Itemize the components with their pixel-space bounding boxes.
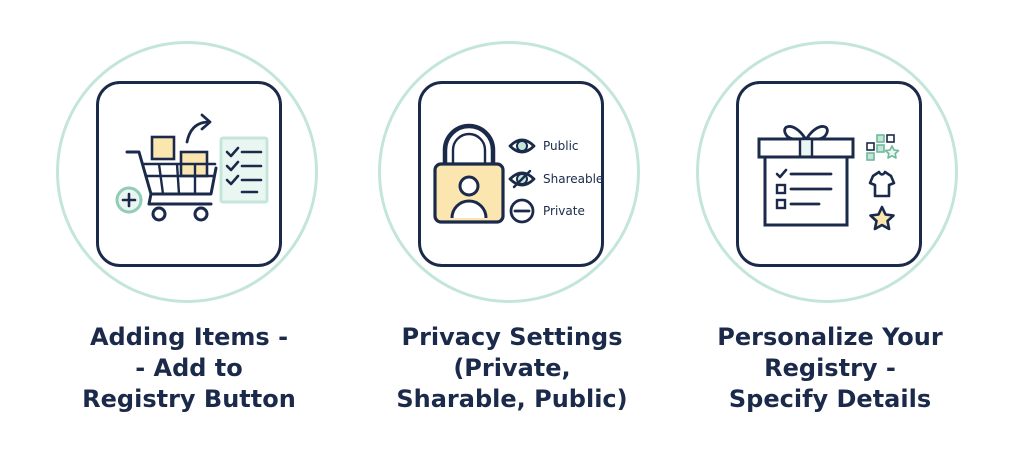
- caption-line: Registry -: [764, 354, 896, 382]
- feature-privacy-settings: Public Shareable Private Privacy Setting…: [362, 0, 662, 470]
- personalize-illustration: [757, 125, 900, 231]
- decorative-ring: [696, 41, 958, 303]
- caption-line: Sharable, Public): [396, 385, 628, 413]
- caption-line: Personalize Your: [717, 323, 943, 351]
- checklist-icon: [775, 168, 833, 210]
- caption-line: Adding Items -: [89, 323, 289, 351]
- minus-circle-icon: [509, 198, 535, 224]
- color-swatch-icon: [866, 134, 900, 161]
- caption-line: Registry Button: [82, 385, 296, 413]
- arrow-icon: [185, 113, 212, 144]
- t-shirt-icon: [868, 170, 896, 198]
- caption-line: Privacy Settings: [401, 323, 623, 351]
- privacy-option-public: Public: [543, 139, 579, 153]
- decorative-ring: [56, 41, 318, 303]
- plus-icon: [115, 186, 143, 214]
- privacy-option-private: Private: [543, 204, 585, 218]
- checklist-icon: [219, 136, 269, 204]
- icon-card: [96, 81, 282, 267]
- decorative-ring: [378, 41, 640, 303]
- feature-adding-items: Adding Items - - Add to Registry Button: [39, 0, 339, 470]
- caption-line: Specify Details: [728, 385, 932, 413]
- user-icon: [450, 175, 488, 219]
- feature-caption: Personalize Your Registry - Specify Deta…: [680, 322, 980, 415]
- caption-line: - Add to: [135, 354, 243, 382]
- privacy-illustration: Public Shareable Private: [433, 123, 601, 224]
- eye-icon: [508, 138, 536, 154]
- feature-caption: Adding Items - - Add to Registry Button: [39, 322, 339, 415]
- add-to-registry-illustration: [115, 113, 269, 222]
- privacy-option-shareable: Shareable: [543, 172, 601, 186]
- icon-card: Public Shareable Private: [418, 81, 604, 267]
- caption-line: (Private,: [453, 354, 571, 382]
- eye-off-icon: [508, 169, 536, 189]
- feature-personalize-registry: Personalize Your Registry - Specify Deta…: [680, 0, 980, 470]
- gift-box-icon: [757, 125, 855, 227]
- star-icon: [869, 205, 895, 231]
- icon-card: [736, 81, 922, 267]
- shopping-cart-icon: [125, 150, 218, 222]
- feature-caption: Privacy Settings (Private, Sharable, Pub…: [362, 322, 662, 415]
